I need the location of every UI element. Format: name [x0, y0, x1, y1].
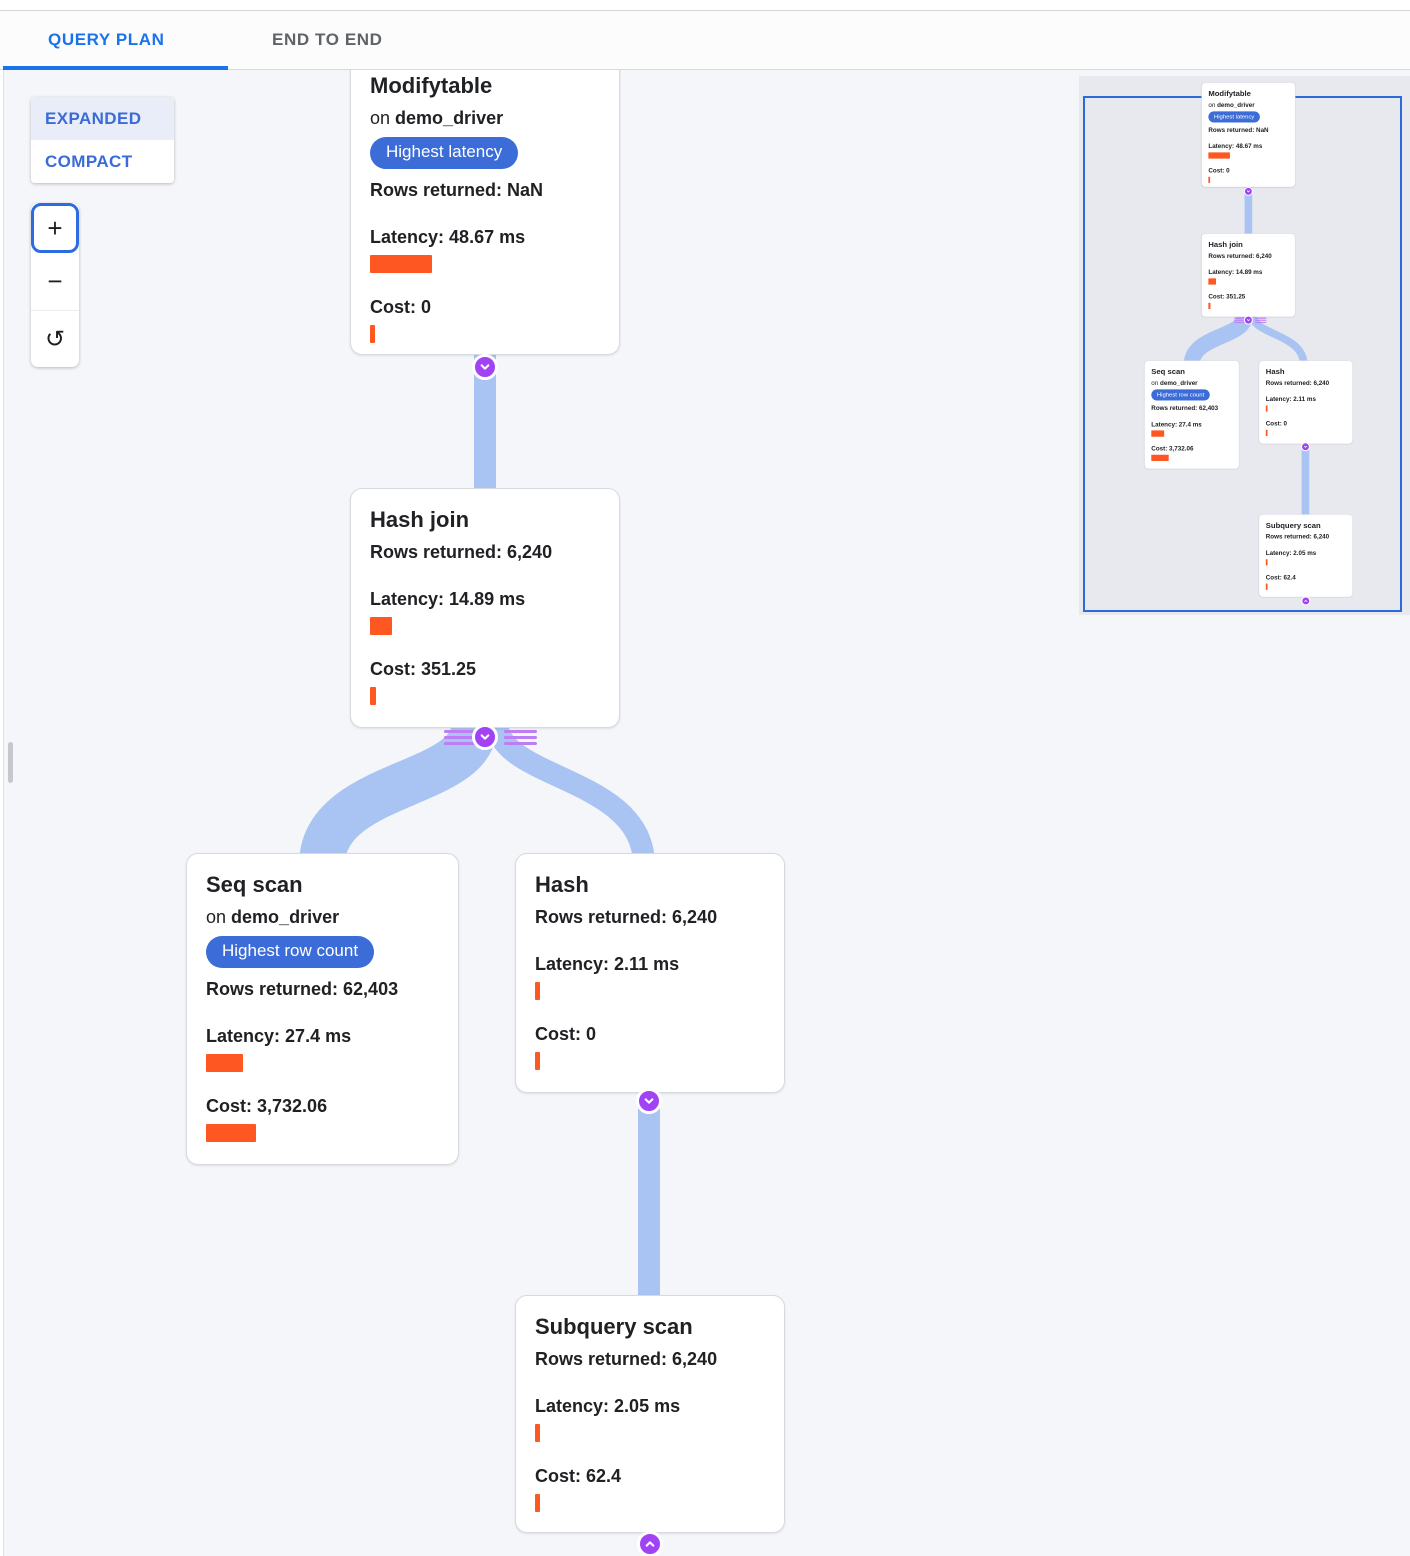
tab-bar: QUERY PLAN END TO END	[0, 11, 1410, 70]
latency-value: Latency: 2.05 ms	[535, 1396, 681, 1416]
zoom-in-button[interactable]: +	[31, 203, 79, 253]
tab-query-plan-label: QUERY PLAN	[48, 30, 165, 49]
plan-diagram: Modifytable on demo_driver Highest laten…	[4, 70, 1410, 1556]
chevron-down-icon	[641, 1093, 657, 1109]
node-title: Hash join	[370, 507, 470, 532]
cost-bar	[535, 1052, 540, 1070]
cost-bar	[206, 1124, 256, 1142]
expanded-label: EXPANDED	[45, 108, 142, 128]
cost-value: Cost: 0	[535, 1024, 597, 1044]
node-table: on demo_driver	[206, 907, 340, 927]
latency-value: Latency: 14.89 ms	[370, 589, 526, 609]
collapse-port-hash-join[interactable]	[472, 724, 498, 750]
node-title: Subquery scan	[535, 1314, 693, 1339]
expanded-button[interactable]: EXPANDED	[31, 97, 174, 140]
latency-bar	[370, 255, 432, 273]
minimap[interactable]: Modifytable on demo_driver Highest laten…	[1079, 76, 1410, 615]
edge-stripe	[504, 736, 537, 739]
latency-bar	[535, 982, 540, 1000]
cost-bar	[370, 325, 375, 343]
edge-stripe	[444, 736, 477, 739]
view-toggle: EXPANDED COMPACT	[31, 97, 174, 183]
chevron-down-icon	[477, 729, 493, 745]
plan-node-modifytable[interactable]: Modifytable on demo_driver Highest laten…	[350, 70, 620, 355]
chevron-up-icon	[642, 1536, 658, 1552]
node-title: Hash	[535, 872, 589, 897]
latency-value: Latency: 27.4 ms	[206, 1026, 352, 1046]
plan-node-seq-scan[interactable]: Seq scan on demo_driver Highest row coun…	[186, 853, 459, 1165]
rows-returned: Rows returned: 6,240	[535, 907, 718, 927]
plan-node-subquery-scan[interactable]: Subquery scan Rows returned: 6,240 Laten…	[515, 1295, 785, 1533]
cost-value: Cost: 62.4	[535, 1466, 622, 1486]
edge-stripe	[504, 742, 537, 745]
tab-end-to-end[interactable]: END TO END	[272, 11, 383, 69]
plan-edges	[299, 355, 660, 1305]
rotate-ccw-icon: ↺	[44, 325, 66, 353]
latency-value: Latency: 48.67 ms	[370, 227, 526, 247]
expand-port-subquery-scan[interactable]	[637, 1531, 663, 1556]
cost-bar	[535, 1494, 540, 1512]
node-table: on demo_driver	[370, 108, 504, 128]
edge-stripe	[444, 742, 477, 745]
highlight-badge: Highest latency	[370, 137, 519, 169]
query-plan-canvas[interactable]: Modifytable on demo_driver Highest laten…	[3, 70, 1410, 1556]
minimap-viewport[interactable]	[1083, 96, 1402, 612]
plan-node-hash[interactable]: Hash Rows returned: 6,240 Latency: 2.11 …	[515, 853, 785, 1093]
tab-query-plan[interactable]: QUERY PLAN	[48, 11, 165, 69]
zoom-out-button[interactable]: −	[31, 253, 79, 310]
rows-returned: Rows returned: 6,240	[535, 1349, 718, 1369]
latency-value: Latency: 2.11 ms	[535, 954, 680, 974]
highlight-badge: Highest row count	[206, 936, 375, 968]
rows-returned: Rows returned: 62,403	[206, 979, 399, 999]
compact-label: COMPACT	[45, 151, 133, 171]
minus-icon: −	[47, 266, 63, 296]
rows-returned: Rows returned: 6,240	[370, 542, 553, 562]
chevron-down-icon	[477, 359, 493, 375]
node-title: Modifytable	[370, 73, 493, 98]
edge-stripe	[444, 730, 477, 733]
rows-returned: Rows returned: NaN	[370, 180, 544, 200]
plan-node-hash-join[interactable]: Hash join Rows returned: 6,240 Latency: …	[350, 488, 620, 728]
tab-end-to-end-label: END TO END	[272, 30, 383, 49]
cost-value: Cost: 0	[370, 297, 432, 317]
latency-bar	[535, 1424, 540, 1442]
collapse-port-modifytable[interactable]	[472, 354, 498, 380]
cost-bar	[370, 687, 376, 705]
latency-bar	[370, 617, 392, 635]
edge-stripe	[504, 730, 537, 733]
zoom-controls: + − ↺	[31, 203, 79, 367]
plus-icon: +	[47, 212, 63, 243]
zoom-reset-button[interactable]: ↺	[31, 310, 79, 367]
latency-bar	[206, 1054, 243, 1072]
cost-value: Cost: 351.25	[370, 659, 477, 679]
compact-button[interactable]: COMPACT	[31, 140, 174, 183]
active-tab-underline	[3, 66, 228, 70]
collapse-port-hash[interactable]	[636, 1088, 662, 1114]
top-strip	[0, 0, 1410, 11]
vertical-scrollbar[interactable]	[8, 742, 13, 783]
cost-value: Cost: 3,732.06	[206, 1096, 328, 1116]
node-title: Seq scan	[206, 872, 303, 897]
